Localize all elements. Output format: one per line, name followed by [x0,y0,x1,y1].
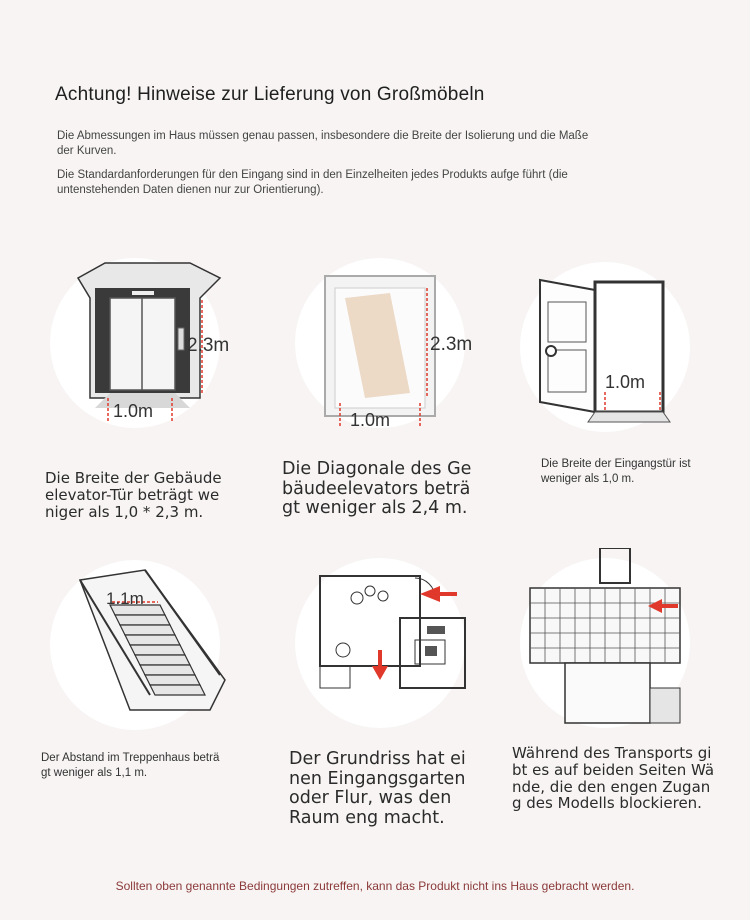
elevator-width-label: 1.0m [113,401,154,421]
caption-floor-plan: Der Grundriss hat ei nen Eingangsgarten … [289,749,466,828]
floor-plan-illustration [295,558,466,728]
elevator-diagonal-illustration: 2.3m 1.0m [295,258,472,430]
entrance-door-illustration: 1.0m [520,262,690,432]
intro-paragraph-1: Die Abmessungen im Haus müssen genau pas… [57,130,589,157]
caption-entrance-door: Die Breite der Eingangstür ist weniger a… [541,458,691,485]
diagonal-width-label: 1.0m [350,410,391,430]
door-width-label: 1.0m [605,372,646,392]
caption-transport-walls: Während des Transports gi bt es auf beid… [512,744,715,813]
caption-elevator-diagonal: Die Diagonale des Ge bäudeelevators betr… [282,459,472,519]
stair-width-label: 1.1m [106,589,144,608]
transport-walls-illustration [520,548,690,728]
elevator-door-illustration: 2.3m 1.0m [50,258,229,428]
intro-paragraph-2: Die Standardanforderungen für den Eingan… [57,169,568,196]
caption-staircase: Der Abstand im Treppenhaus beträ gt weni… [41,752,220,779]
footer-warning: Sollten oben genannte Bedingungen zutref… [115,879,635,893]
page-title: Achtung! Hinweise zur Lieferung von Groß… [55,84,485,105]
diagonal-height-label: 2.3m [430,334,473,355]
elevator-height-label: 2.3m [187,335,230,356]
caption-elevator-door: Die Breite der Gebäude elevator-Tür betr… [45,469,222,521]
staircase-illustration: 1.1m [50,560,226,730]
